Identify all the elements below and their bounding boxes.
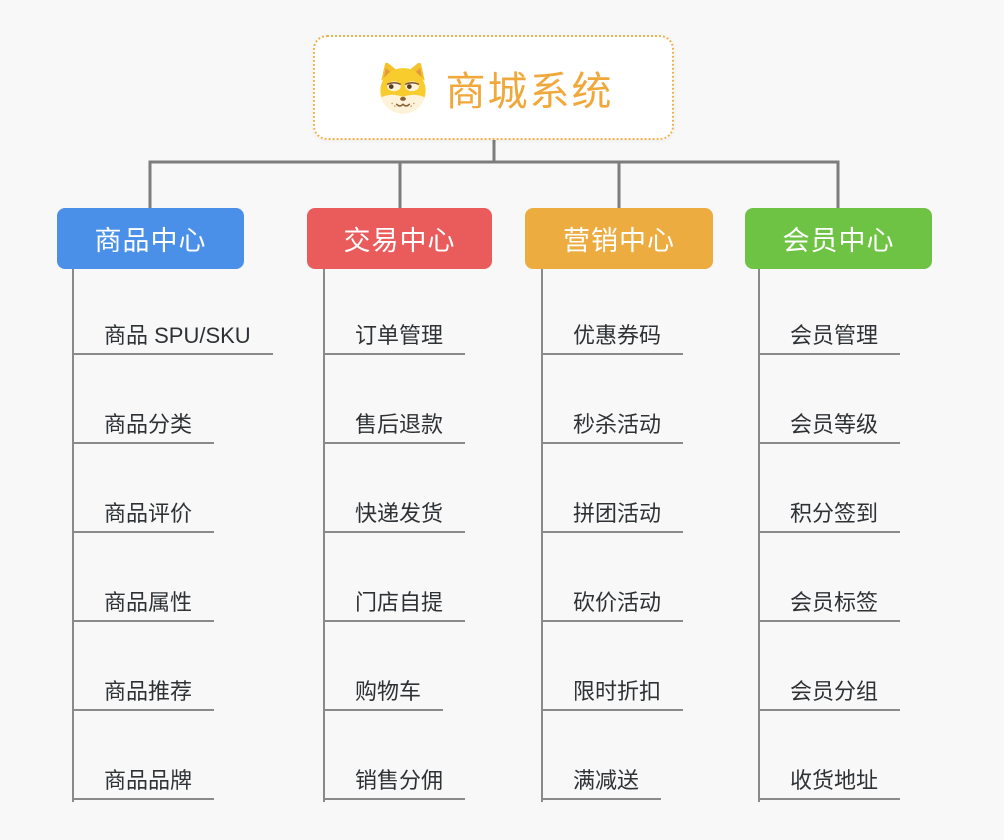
node-shipping-address[interactable]: 收货地址	[758, 766, 901, 800]
node-points-checkin[interactable]: 积分签到	[758, 499, 901, 533]
node-member-level[interactable]: 会员等级	[758, 410, 901, 444]
node-product-category[interactable]: 商品分类	[72, 410, 215, 444]
dog-face-icon	[379, 62, 426, 113]
node-full-reduction[interactable]: 满减送	[541, 766, 662, 800]
branch-trade-center[interactable]: 交易中心	[307, 208, 492, 269]
node-aftersale-refund[interactable]: 售后退款	[323, 410, 466, 444]
node-product-attribute[interactable]: 商品属性	[72, 588, 215, 622]
node-flash-sale[interactable]: 秒杀活动	[541, 410, 684, 444]
node-member-management[interactable]: 会员管理	[758, 321, 901, 355]
branch-label: 商品中心	[94, 226, 207, 256]
root-title: 商城系统	[445, 69, 614, 114]
node-sales-commission[interactable]: 销售分佣	[323, 766, 466, 800]
node-product-recommend[interactable]: 商品推荐	[72, 677, 215, 711]
node-coupon-code[interactable]: 优惠券码	[541, 321, 684, 355]
branch-label: 营销中心	[563, 226, 675, 256]
node-product-brand[interactable]: 商品品牌	[72, 766, 215, 800]
node-store-pickup[interactable]: 门店自提	[323, 588, 466, 622]
root-node[interactable]: 商城系统	[313, 35, 674, 140]
trunk-line	[541, 269, 543, 802]
branch-label: 交易中心	[343, 226, 456, 256]
trunk-line	[758, 269, 760, 802]
branch-member-center[interactable]: 会员中心	[745, 208, 932, 269]
node-express-delivery[interactable]: 快递发货	[323, 499, 466, 533]
trunk-line	[72, 269, 74, 802]
branch-label: 会员中心	[782, 226, 895, 256]
node-product-spu-sku[interactable]: 商品 SPU/SKU	[72, 321, 273, 355]
node-shopping-cart[interactable]: 购物车	[323, 677, 444, 711]
node-bargain-activity[interactable]: 砍价活动	[541, 588, 684, 622]
node-member-groups[interactable]: 会员分组	[758, 677, 901, 711]
node-limited-time-discount[interactable]: 限时折扣	[541, 677, 684, 711]
trunk-line	[323, 269, 325, 802]
branch-product-center[interactable]: 商品中心	[57, 208, 244, 269]
branch-marketing-center[interactable]: 营销中心	[525, 208, 713, 269]
node-product-review[interactable]: 商品评价	[72, 499, 215, 533]
node-member-tags[interactable]: 会员标签	[758, 588, 901, 622]
node-group-buy[interactable]: 拼团活动	[541, 499, 684, 533]
node-order-management[interactable]: 订单管理	[323, 321, 466, 355]
